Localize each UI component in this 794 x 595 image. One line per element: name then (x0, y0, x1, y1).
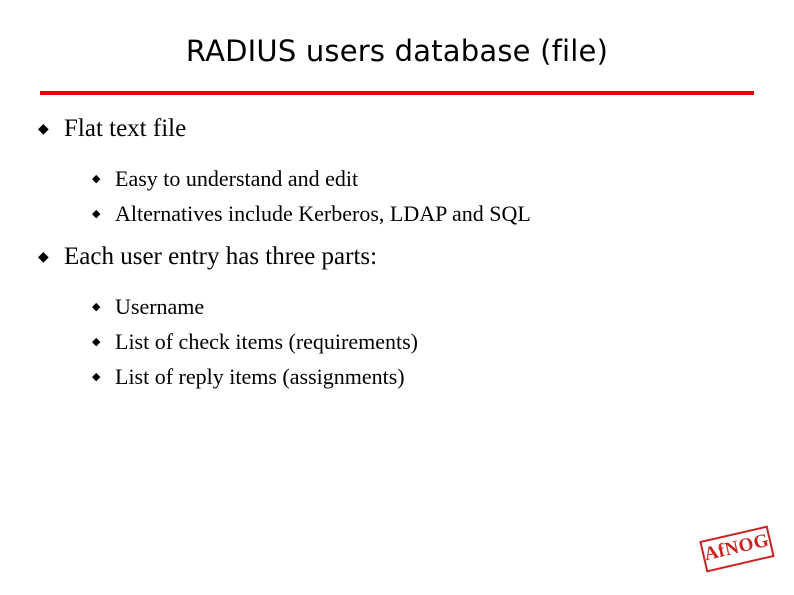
title-divider (40, 91, 754, 95)
slide-body: ◆ Flat text file ◆ Easy to understand an… (34, 112, 754, 396)
bullet-item-level2: ◆ List of check items (requirements) (34, 326, 754, 357)
diamond-bullet-icon: ◆ (92, 207, 101, 220)
diamond-bullet-icon: ◆ (92, 370, 101, 383)
afnog-logo: AfNOG (698, 523, 776, 577)
bullet-text: Easy to understand and edit (115, 166, 359, 191)
page-title: RADIUS users database (file) (185, 34, 609, 68)
bullet-item-level2: ◆ Easy to understand and edit (34, 163, 754, 194)
diamond-bullet-icon: ◆ (92, 172, 101, 185)
bullet-item-level2: ◆ Username (34, 291, 754, 322)
diamond-bullet-icon: ◆ (38, 121, 49, 137)
diamond-bullet-icon: ◆ (38, 249, 49, 265)
spacer (34, 280, 754, 291)
bullet-item-level1: ◆ Each user entry has three parts: (34, 240, 754, 274)
spacer (34, 233, 754, 240)
bullet-text: Alternatives include Kerberos, LDAP and … (115, 201, 531, 226)
logo-text: AfNOG (702, 529, 772, 566)
bullet-text: Username (115, 294, 205, 319)
spacer (34, 152, 754, 163)
bullet-item-level1: ◆ Flat text file (34, 112, 754, 146)
bullet-item-level2: ◆ List of reply items (assignments) (34, 361, 754, 392)
bullet-text: Flat text file (64, 115, 187, 142)
bullet-item-level2: ◆ Alternatives include Kerberos, LDAP an… (34, 198, 754, 229)
diamond-bullet-icon: ◆ (92, 300, 101, 313)
bullet-text: List of check items (requirements) (115, 329, 419, 354)
bullet-text: Each user entry has three parts: (64, 243, 378, 270)
bullet-text: List of reply items (assignments) (115, 364, 405, 389)
diamond-bullet-icon: ◆ (92, 335, 101, 348)
